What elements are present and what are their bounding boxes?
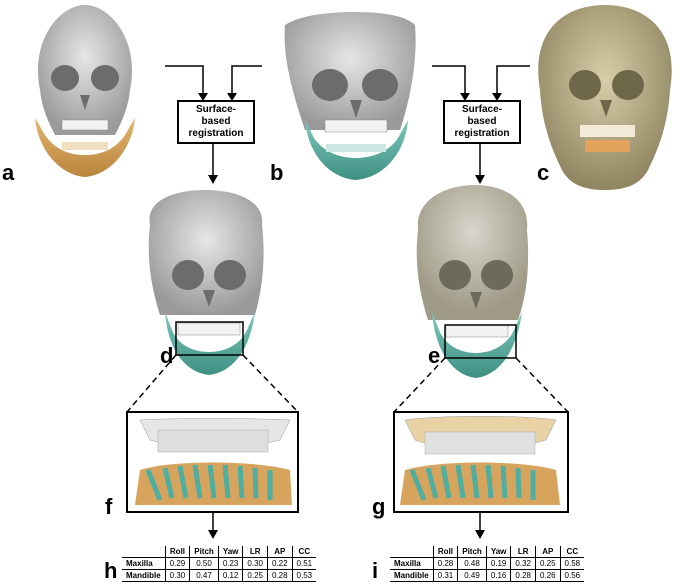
column-header: Yaw xyxy=(486,546,512,558)
column-header: LR xyxy=(510,546,536,558)
table-cell: 0.32 xyxy=(510,557,536,570)
table-row: Maxilla 0.29 0.50 0.23 0.30 0.22 0.51 xyxy=(122,557,317,570)
table-cell: 0.30 xyxy=(165,569,191,582)
panel-label-g: g xyxy=(372,494,386,519)
skull-e-image xyxy=(416,185,529,378)
column-header: LR xyxy=(242,546,268,558)
table-cell: 0.53 xyxy=(292,569,317,582)
metrics-table-i: Roll Pitch Yaw LR AP CC Maxilla 0.28 0.4… xyxy=(390,546,585,582)
table-cell: 0.28 xyxy=(267,569,293,582)
table-row: Mandible 0.31 0.49 0.16 0.28 0.26 0.56 xyxy=(390,569,585,582)
table-header-row: Roll Pitch Yaw LR AP CC xyxy=(122,546,317,558)
table-cell: 0.28 xyxy=(510,569,536,582)
table-cell: 0.58 xyxy=(560,557,585,570)
table-cell: 0.51 xyxy=(292,557,317,570)
table-cell: 0.22 xyxy=(267,557,293,570)
table-row: Maxilla 0.28 0.48 0.19 0.32 0.25 0.58 xyxy=(390,557,585,570)
arrowheads xyxy=(198,93,502,539)
table-corner xyxy=(390,546,434,558)
column-header: Roll xyxy=(433,546,459,558)
table-cell: 0.19 xyxy=(486,557,512,570)
table-cell: 0.25 xyxy=(535,557,561,570)
panel-label-h: h xyxy=(104,558,118,583)
column-header: AP xyxy=(267,546,293,558)
column-header: CC xyxy=(292,546,317,558)
table-row: Mandible 0.30 0.47 0.12 0.25 0.28 0.53 xyxy=(122,569,317,582)
table-corner xyxy=(122,546,166,558)
column-header: Yaw xyxy=(218,546,244,558)
dental-zoom-f xyxy=(126,411,299,513)
dental-zoom-g xyxy=(393,411,569,513)
column-header: Pitch xyxy=(457,546,487,558)
table-cell: 0.48 xyxy=(457,557,487,570)
table-cell: 0.47 xyxy=(189,569,219,582)
skull-d-image xyxy=(148,190,264,375)
table-header-row: Roll Pitch Yaw LR AP CC xyxy=(390,546,585,558)
column-header: Pitch xyxy=(189,546,219,558)
panel-label-a: a xyxy=(2,160,15,185)
column-header: CC xyxy=(560,546,585,558)
registration-box-right: Surface-based registration xyxy=(443,100,521,144)
table-cell: 0.31 xyxy=(433,569,459,582)
column-header: Roll xyxy=(165,546,191,558)
table-cell: 0.25 xyxy=(242,569,268,582)
skull-c-image xyxy=(538,5,672,190)
panel-label-e: e xyxy=(428,343,441,368)
table-cell: 0.56 xyxy=(560,569,585,582)
zoom-lines-right xyxy=(393,357,569,413)
table-cell: 0.50 xyxy=(189,557,219,570)
table-cell: 0.12 xyxy=(218,569,244,582)
table-cell: 0.26 xyxy=(535,569,561,582)
skull-b-image xyxy=(284,12,416,180)
arrows xyxy=(165,65,530,532)
row-header: Maxilla xyxy=(122,557,166,570)
zoom-lines-left xyxy=(126,354,299,413)
table-cell: 0.30 xyxy=(242,557,268,570)
skull-a-image xyxy=(35,5,135,177)
table-cell: 0.28 xyxy=(433,557,459,570)
panel-label-i: i xyxy=(372,558,379,583)
table-cell: 0.16 xyxy=(486,569,512,582)
row-header: Mandible xyxy=(390,569,434,582)
registration-box-left: Surface-based registration xyxy=(177,100,255,144)
row-header: Mandible xyxy=(122,569,166,582)
panel-label-c: c xyxy=(537,160,550,185)
panel-label-d: d xyxy=(160,343,174,368)
row-header: Maxilla xyxy=(390,557,434,570)
column-header: AP xyxy=(535,546,561,558)
table-cell: 0.23 xyxy=(218,557,244,570)
table-cell: 0.29 xyxy=(165,557,191,570)
table-cell: 0.49 xyxy=(457,569,487,582)
panel-label-f: f xyxy=(105,494,113,519)
panel-label-b: b xyxy=(270,160,284,185)
metrics-table-h: Roll Pitch Yaw LR AP CC Maxilla 0.29 0.5… xyxy=(122,546,317,582)
